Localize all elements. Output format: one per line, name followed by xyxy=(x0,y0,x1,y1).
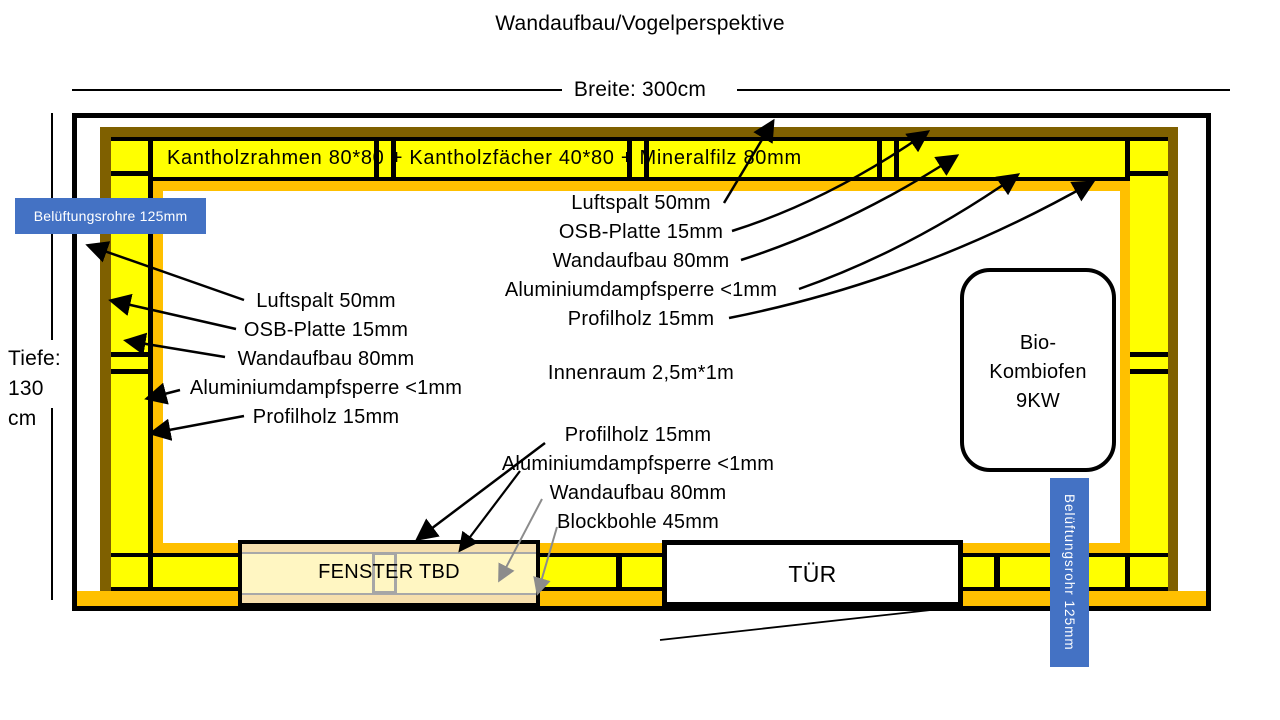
top-wall-layer-labels: Luftspalt 50mm OSB-Platte 15mm Wandaufba… xyxy=(441,189,841,334)
breite-dim-line-right xyxy=(737,89,1230,91)
layer-label: Blockbohle 45mm xyxy=(557,511,719,533)
wall-joint-line xyxy=(111,553,153,557)
tiefe-dim-line-lower xyxy=(51,408,53,600)
tiefe-line-1: Tiefe: xyxy=(8,347,61,370)
layer-label: Profilholz 15mm xyxy=(252,406,400,428)
vent-pipe-label-left: Belüftungsrohre 125mm xyxy=(15,198,206,234)
osb-outer-layer xyxy=(100,127,1178,602)
wall-joint-line xyxy=(1125,587,1168,591)
window: FENSTER TBD xyxy=(238,540,540,607)
window-label: FENSTER TBD xyxy=(318,561,460,583)
layer-label: Luftspalt 50mm xyxy=(571,192,711,214)
wall-top-band xyxy=(111,137,1168,181)
stove-label: Bio- Kombiofen 9KW xyxy=(964,329,1112,416)
inner-lining-frame xyxy=(153,181,1130,553)
breite-label: Breite: 300cm xyxy=(573,78,707,101)
window-frame-strip-bottom xyxy=(242,593,536,603)
stud-fin xyxy=(627,141,632,177)
breite-dim-line-left xyxy=(72,89,562,91)
stud-fin xyxy=(391,141,396,177)
wall-band-label: Kantholzrahmen 80*80 + Kantholzfächer 40… xyxy=(167,147,802,169)
wall-joint-line xyxy=(111,587,153,591)
stove-line-2: Kombiofen xyxy=(989,361,1087,383)
vent-pipe-label-right: Belüftungsrohr 125mm xyxy=(1050,478,1089,667)
stud-fin xyxy=(1130,369,1168,374)
stud-fin xyxy=(111,369,148,374)
window-handle xyxy=(372,552,397,594)
layer-label: Profilholz 15mm xyxy=(567,308,715,330)
door: TÜR xyxy=(662,540,963,607)
layer-label: Profilholz 15mm xyxy=(564,424,712,446)
stud-fin xyxy=(994,557,1000,587)
stud-fin xyxy=(1130,352,1168,357)
layer-label: Wandaufbau 80mm xyxy=(549,482,727,504)
layer-label: Wandaufbau 80mm xyxy=(237,348,415,370)
tiefe-line-2: 130 xyxy=(8,377,44,400)
layer-label: OSB-Platte 15mm xyxy=(558,221,724,243)
tiefe-label: Tiefe: 130 cm xyxy=(8,344,88,434)
stud-fin xyxy=(616,557,622,587)
stud-fin xyxy=(374,141,379,177)
wall-joint-line xyxy=(1125,171,1168,176)
wall-joint-line xyxy=(1125,553,1168,557)
stove-line-3: 9KW xyxy=(1016,390,1060,412)
layer-label: OSB-Platte 15mm xyxy=(243,319,409,341)
stud-fin xyxy=(877,141,882,177)
tiefe-line-3: cm xyxy=(8,407,37,430)
wall-joint-line xyxy=(111,137,153,141)
stud-fin xyxy=(644,141,649,177)
stove: Bio- Kombiofen 9KW xyxy=(960,268,1116,472)
wall-joint-line xyxy=(111,171,153,176)
layer-label: Aluminiumdampfsperre <1mm xyxy=(504,279,778,301)
door-label: TÜR xyxy=(788,561,837,587)
left-wall-layer-labels: Luftspalt 50mm OSB-Platte 15mm Wandaufba… xyxy=(126,287,526,432)
bottom-wall-layer-labels: Profilholz 15mm Aluminiumdampfsperre <1m… xyxy=(438,421,838,537)
page-title: Wandaufbau/Vogelperspektive xyxy=(495,12,785,35)
layer-label: Luftspalt 50mm xyxy=(256,290,396,312)
wall-joint-line xyxy=(1125,137,1168,141)
layer-label: Wandaufbau 80mm xyxy=(552,250,730,272)
interior-label: Innenraum 2,5m*1m xyxy=(547,362,735,384)
layer-label: Aluminiumdampfsperre <1mm xyxy=(501,453,775,475)
stove-line-1: Bio- xyxy=(1019,332,1057,354)
wall-right-column xyxy=(1125,137,1168,591)
door-leader-line xyxy=(659,606,959,641)
layer-label: Aluminiumdampfsperre <1mm xyxy=(189,377,463,399)
stud-fin xyxy=(894,141,899,177)
